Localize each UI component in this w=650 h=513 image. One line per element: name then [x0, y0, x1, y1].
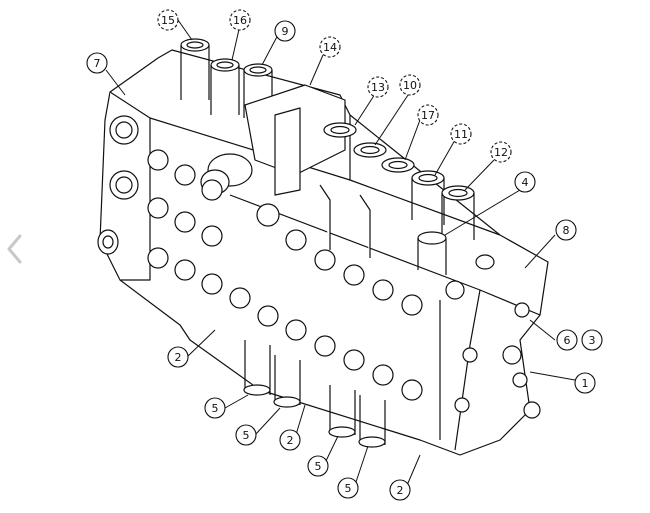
- svg-text:6: 6: [564, 334, 571, 347]
- bottom-fittings: [243, 340, 386, 448]
- svg-text:11: 11: [454, 128, 468, 141]
- svg-text:3: 3: [589, 334, 596, 347]
- callout-5[interactable]: 5: [204, 397, 226, 419]
- callout-3[interactable]: 3: [581, 329, 603, 351]
- callout-14[interactable]: 14: [319, 36, 341, 58]
- svg-text:8: 8: [563, 224, 570, 237]
- callout-17[interactable]: 17: [417, 104, 439, 126]
- callout-8[interactable]: 8: [555, 219, 577, 241]
- callout-11[interactable]: 11: [450, 123, 472, 145]
- svg-text:17: 17: [421, 109, 435, 122]
- callout-7[interactable]: 7: [86, 52, 108, 74]
- svg-text:13: 13: [371, 81, 385, 94]
- svg-text:2: 2: [397, 484, 404, 497]
- callout-16[interactable]: 16: [229, 9, 251, 31]
- svg-text:16: 16: [233, 14, 247, 27]
- port-array: [147, 149, 541, 419]
- svg-text:10: 10: [403, 79, 417, 92]
- callout-12[interactable]: 12: [490, 141, 512, 163]
- callout-13[interactable]: 13: [367, 76, 389, 98]
- callout-5[interactable]: 5: [235, 424, 257, 446]
- callout-5[interactable]: 5: [307, 455, 329, 477]
- leader-lines: [105, 19, 576, 491]
- svg-text:14: 14: [323, 41, 337, 54]
- svg-text:5: 5: [212, 402, 219, 415]
- svg-text:2: 2: [175, 351, 182, 364]
- svg-text:5: 5: [243, 429, 250, 442]
- callout-9[interactable]: 9: [274, 20, 296, 42]
- svg-text:5: 5: [315, 460, 322, 473]
- callout-15[interactable]: 15: [157, 9, 179, 31]
- svg-text:4: 4: [522, 176, 529, 189]
- callout-layer: 15 16 9 7 14 13 10 17 11 12 4 8 6 3 1 2 …: [86, 9, 603, 501]
- callout-2[interactable]: 2: [389, 479, 411, 501]
- svg-text:5: 5: [345, 482, 352, 495]
- svg-text:7: 7: [94, 57, 101, 70]
- callout-6[interactable]: 6: [556, 329, 578, 351]
- callout-1[interactable]: 1: [574, 372, 596, 394]
- callout-2[interactable]: 2: [279, 429, 301, 451]
- callout-10[interactable]: 10: [399, 74, 421, 96]
- svg-text:15: 15: [161, 14, 175, 27]
- callout-4[interactable]: 4: [514, 171, 536, 193]
- chevron-left-icon[interactable]: [4, 232, 26, 266]
- callout-5[interactable]: 5: [337, 477, 359, 499]
- svg-text:2: 2: [287, 434, 294, 447]
- svg-text:9: 9: [282, 25, 289, 38]
- callout-2[interactable]: 2: [167, 346, 189, 368]
- top-plugs: [180, 38, 495, 275]
- svg-text:1: 1: [582, 377, 589, 390]
- svg-text:12: 12: [494, 146, 508, 159]
